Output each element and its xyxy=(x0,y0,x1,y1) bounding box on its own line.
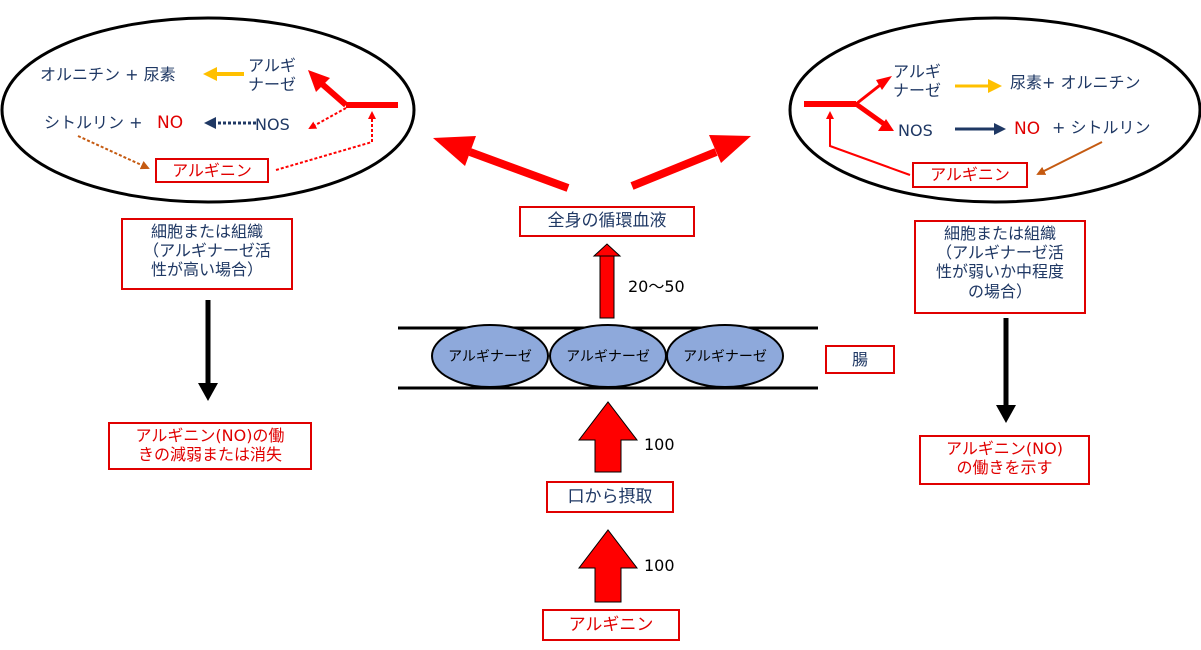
right-citrulline-arrow xyxy=(1036,141,1103,175)
right-result-box: アルギニン(NO) の働きを示す xyxy=(919,435,1090,485)
intestine-box: 腸 xyxy=(825,345,895,374)
blood-value-label: 20～50 xyxy=(628,277,685,296)
right-nos-label: NOS xyxy=(898,121,933,140)
left-arginase-arrowhead xyxy=(308,70,330,92)
blood-to-right-arrowhead xyxy=(709,135,751,163)
blood-up-arrow-head xyxy=(592,243,622,257)
right-nos-arrow xyxy=(854,101,886,127)
right-arginase-arrow xyxy=(855,80,885,106)
intake-bottom-value-label: 100 xyxy=(644,556,675,575)
arginase-enzyme-label-3: アルギナーゼ xyxy=(683,349,767,365)
blood-box: 全身の循環血液 xyxy=(519,206,695,237)
right-cell-ellipse xyxy=(788,16,1201,204)
right-arginase-arrowhead xyxy=(876,76,892,90)
right-return-arrow xyxy=(826,111,911,176)
right-no-label: NO xyxy=(1014,119,1041,139)
right-urea-ornithine-label: 尿素+ オルニチン xyxy=(1010,73,1141,92)
arginase-enzyme-label-1: アルギナーゼ xyxy=(448,349,532,365)
arginase-enzyme-3 xyxy=(666,324,784,388)
blood-up-arrow-shaft xyxy=(599,255,615,319)
intake-top-value-label: 100 xyxy=(644,435,675,454)
intake-to-intestine-arrow xyxy=(577,401,639,473)
left-citrulline-dotted-arrow xyxy=(77,135,150,170)
arginase-enzyme-1 xyxy=(431,324,549,388)
left-arginase-label: アルギ ナーゼ xyxy=(248,56,297,95)
blood-to-right-arrow xyxy=(630,148,718,190)
left-cell-ellipse xyxy=(0,16,416,204)
left-return-dotted-arrow xyxy=(275,111,376,171)
right-citrulline-label: + シトルリン xyxy=(1052,118,1151,137)
left-nos-dotted-arrow xyxy=(308,107,347,129)
left-citrulline-label: シトルリン + xyxy=(44,113,143,132)
arginase-enzyme-label-2: アルギナーゼ xyxy=(566,349,650,365)
right-arginine-box: アルギニン xyxy=(912,162,1028,188)
center-arginine-box: アルギニン xyxy=(542,609,680,641)
arginine-to-intake-arrow xyxy=(577,529,639,603)
left-arginase-branch xyxy=(320,81,348,108)
blood-to-left-arrowhead xyxy=(433,136,476,166)
left-result-box: アルギニン(NO)の働 きの減弱または消失 xyxy=(108,422,312,470)
blood-to-left-arrow xyxy=(468,148,570,192)
left-ornithine-urea-label: オルニチン + 尿素 xyxy=(40,65,176,84)
left-arginine-box: アルギニン xyxy=(155,158,269,183)
right-arginase-label: アルギ ナーゼ xyxy=(893,62,942,101)
right-nos-arrowhead xyxy=(878,119,894,131)
left-nos-label: NOS xyxy=(255,115,290,134)
intake-box: 口から摂取 xyxy=(546,481,674,513)
left-cell-caption: 細胞または組織 （アルギナーゼ活 性が高い場合） xyxy=(121,218,293,290)
right-cell-caption: 細胞または組織 （アルギナーゼ活 性が弱いか中程度 の場合） xyxy=(914,220,1086,314)
left-no-label: NO xyxy=(157,113,184,133)
